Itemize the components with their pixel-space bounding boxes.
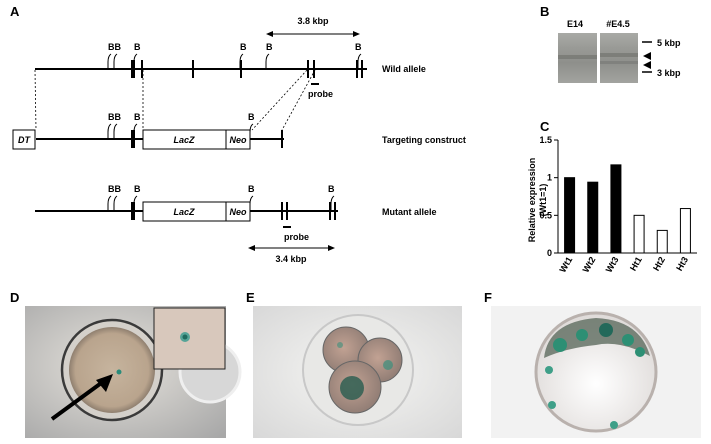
southern-blot-gel <box>558 33 638 83</box>
bar-wt1 <box>564 177 576 254</box>
wild-allele-map <box>35 53 367 78</box>
x-tick-label: Wt2 <box>581 255 598 274</box>
distance-arrow-top <box>266 31 360 37</box>
site-mut-b3: B <box>328 184 335 194</box>
site-wild-b3: B <box>266 42 273 52</box>
distance-arrow-bottom <box>248 245 335 251</box>
y-axis-label-line1: Relative expression <box>527 158 537 243</box>
bar-ht2 <box>656 229 668 254</box>
panel-label-b: B <box>540 4 549 19</box>
site-mut-b1: B <box>134 184 141 194</box>
site-tc-b1: B <box>134 112 141 122</box>
gel-lane-label-1: E14 <box>567 19 583 29</box>
mutant-allele-map <box>35 195 338 222</box>
panel-label-c: C <box>540 119 550 134</box>
panel-label-a: A <box>10 4 20 19</box>
bar-ht1 <box>633 214 645 254</box>
targeting-construct-map <box>12 123 284 150</box>
site-tc-bb: BB <box>108 112 121 122</box>
bar-wt2 <box>587 181 599 254</box>
y-tick-label: 0 <box>547 248 552 258</box>
x-tick-label: Ht2 <box>651 255 667 273</box>
marker-label-3kbp: 3 kbp <box>657 68 681 78</box>
site-wild-bb: BB <box>108 42 121 52</box>
box-neo-bottom: Neo <box>229 207 247 217</box>
probe-mark-top <box>311 83 319 85</box>
site-mut-bb: BB <box>108 184 121 194</box>
band-arrowhead-2 <box>643 61 651 69</box>
x-tick-label: Ht3 <box>674 255 690 273</box>
y-tick-label: 1 <box>547 173 552 183</box>
y-axis-label-line2: (Wt1=1) <box>538 184 548 217</box>
gel-lane-label-2: #E4.5 <box>606 19 630 29</box>
distance-label-top: 3.8 kbp <box>297 16 329 26</box>
x-tick-label: Ht1 <box>628 255 644 273</box>
x-tick-label: Wt1 <box>557 255 574 274</box>
distance-label-bottom: 3.4 kbp <box>275 254 307 264</box>
bar-ht3 <box>679 208 691 254</box>
box-lacz-bottom: LacZ <box>173 207 195 217</box>
box-neo-top: Neo <box>229 135 247 145</box>
row-label-mutant: Mutant allele <box>382 207 437 217</box>
box-lacz-top: LacZ <box>173 135 195 145</box>
row-label-targeting: Targeting construct <box>382 135 466 145</box>
panel-label-f: F <box>484 290 492 305</box>
oocyte-micrograph <box>25 306 242 438</box>
bar-wt3 <box>610 164 622 254</box>
probe-mark-bottom <box>283 226 291 228</box>
y-tick-label: 0.5 <box>539 210 552 220</box>
homology-connectors <box>34 69 316 131</box>
panel-label-e: E <box>246 290 255 305</box>
probe-label-bottom: probe <box>284 232 309 242</box>
site-wild-b4: B <box>355 42 362 52</box>
site-mut-b2: B <box>248 184 255 194</box>
row-label-wild: Wild allele <box>382 64 426 74</box>
blastocyst-micrograph <box>491 306 701 438</box>
marker-label-5kbp: 5 kbp <box>657 38 681 48</box>
panel-label-d: D <box>10 290 19 305</box>
box-dt: DT <box>18 135 31 145</box>
site-wild-b2: B <box>240 42 247 52</box>
embryo-cleavage-micrograph <box>253 306 462 438</box>
site-tc-b2: B <box>248 112 255 122</box>
probe-label-top: probe <box>308 89 333 99</box>
y-tick-label: 1.5 <box>539 135 552 145</box>
site-wild-b1: B <box>134 42 141 52</box>
band-arrowhead-1 <box>643 52 651 60</box>
x-tick-label: Wt3 <box>604 255 621 274</box>
